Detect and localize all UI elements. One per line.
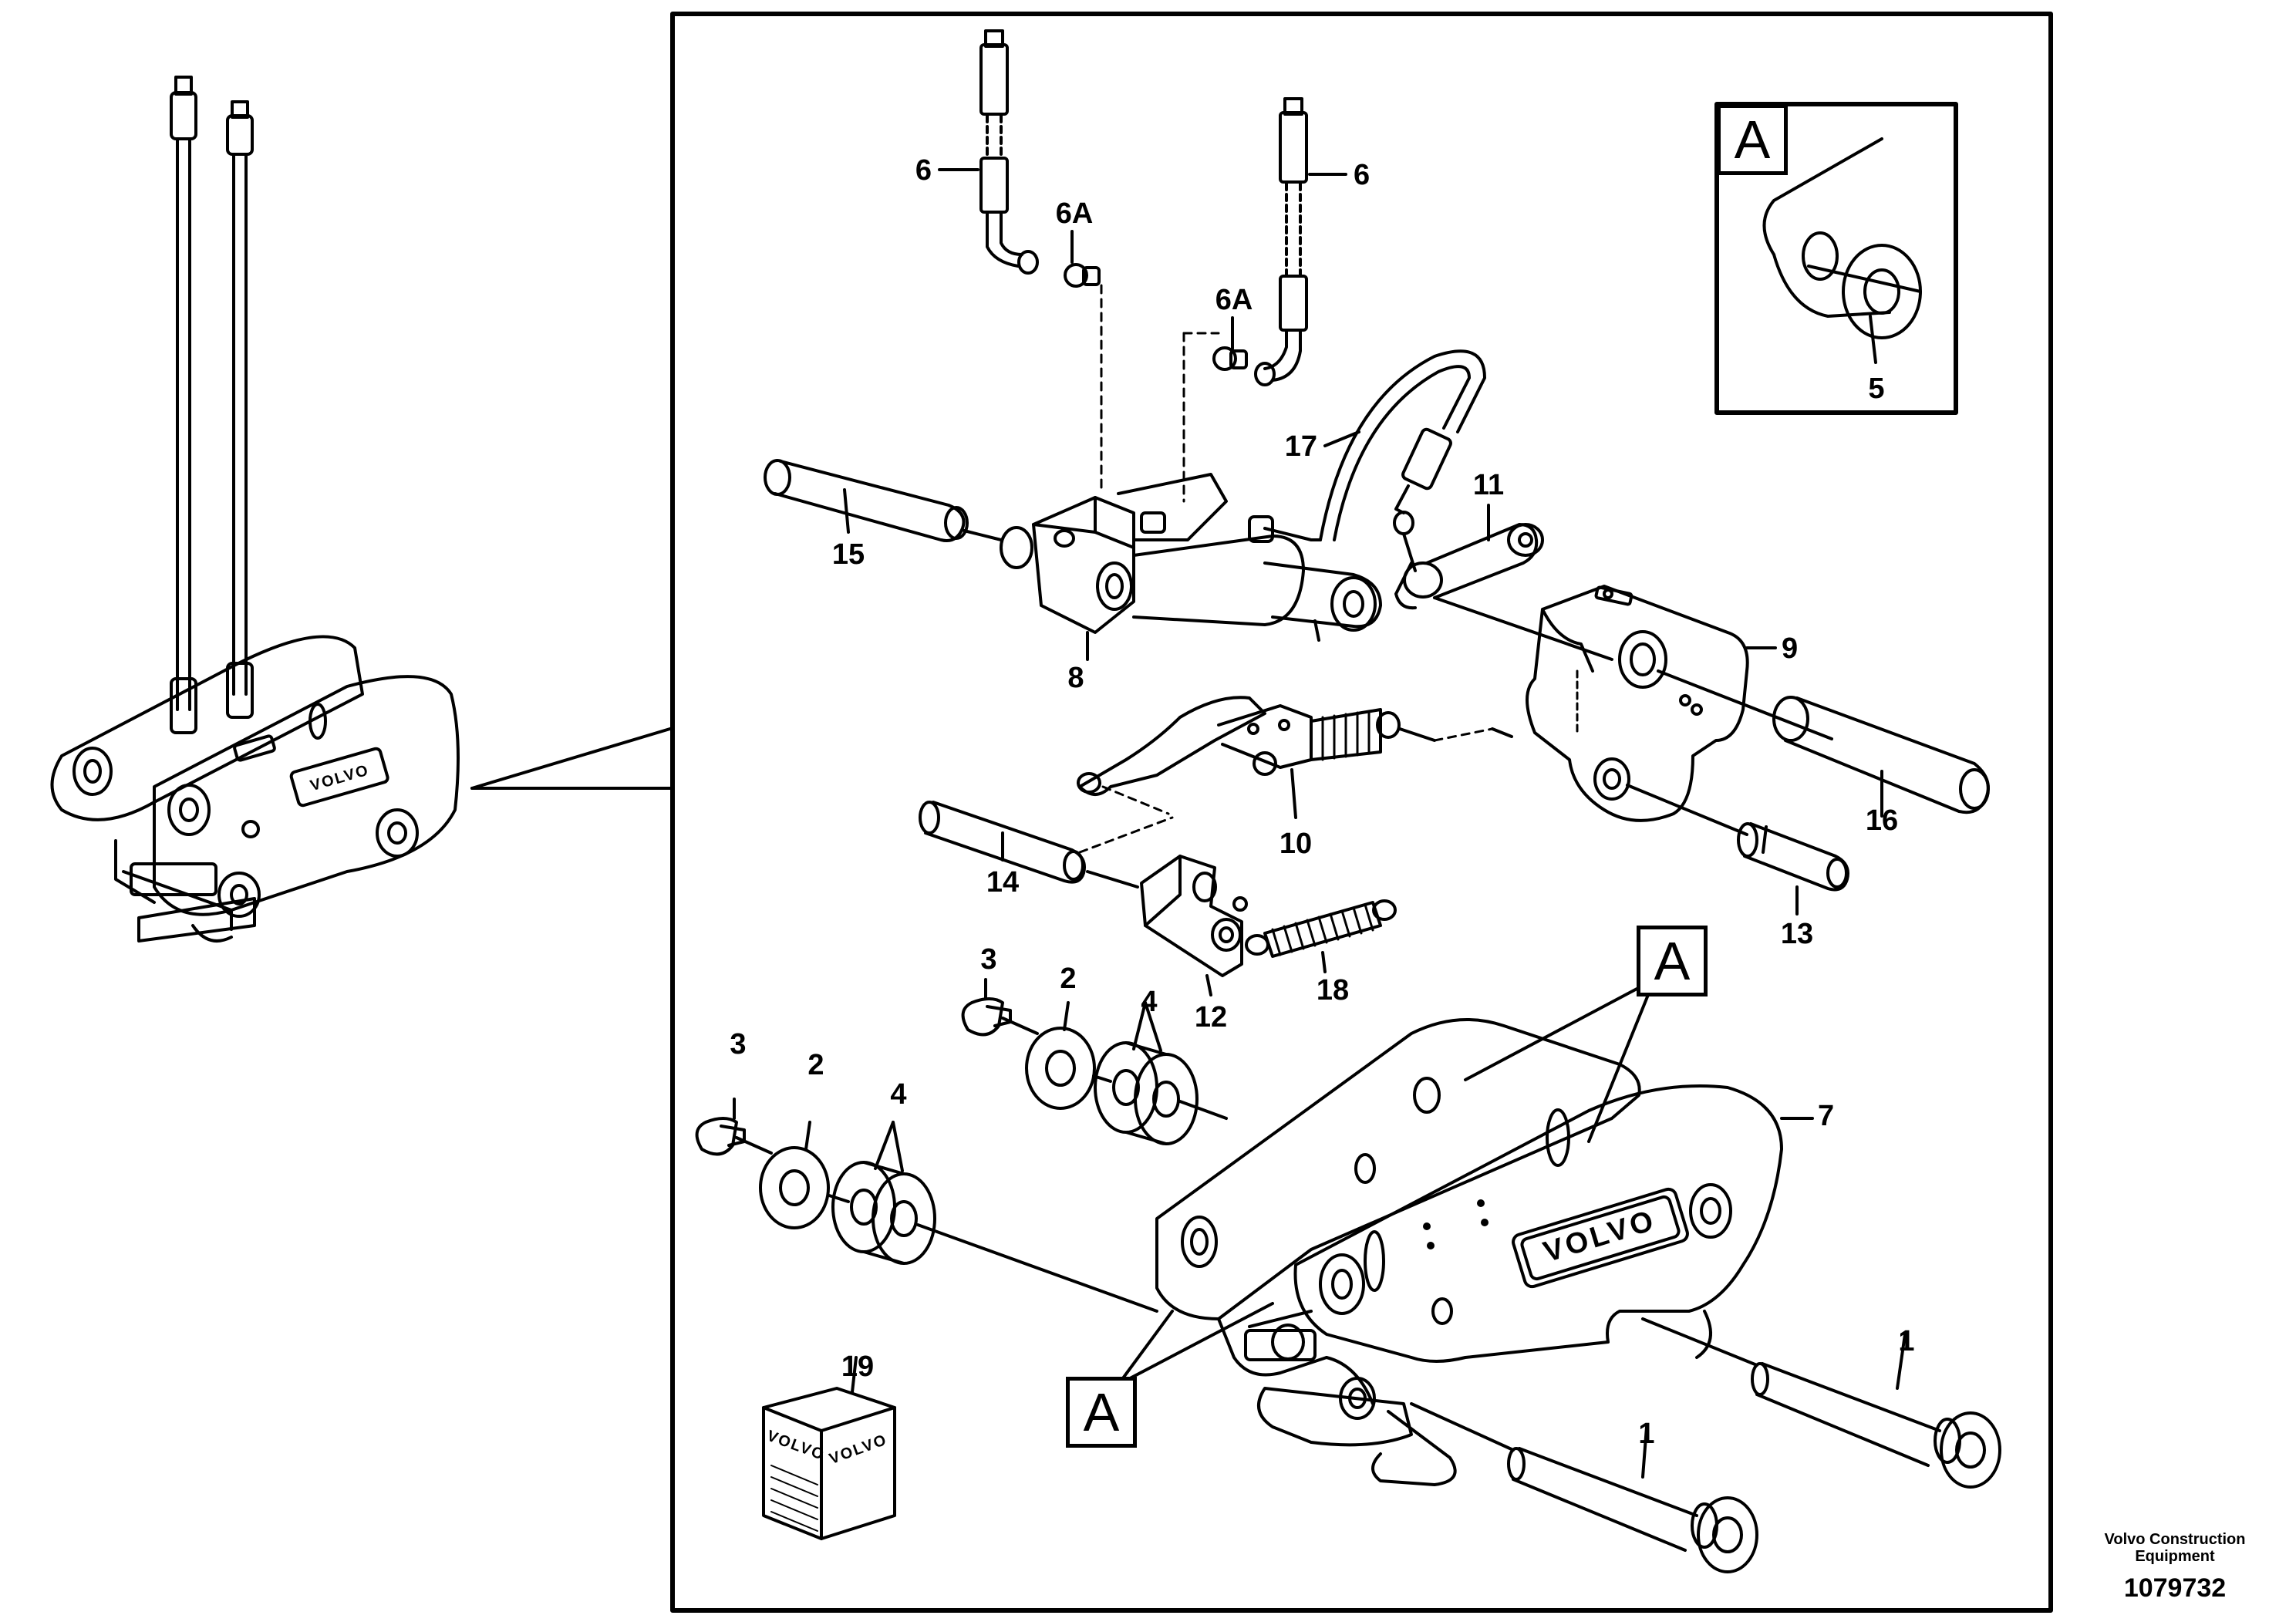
overview-quick-coupler bbox=[50, 76, 674, 943]
detail-a-leaders bbox=[1117, 978, 1656, 1386]
callout-10: 10 bbox=[1279, 828, 1313, 860]
part-9-lock-block bbox=[1526, 585, 1833, 836]
part-10-latch bbox=[1077, 696, 1513, 819]
callout-2-lower: 2 bbox=[807, 1049, 824, 1081]
part-13-pin bbox=[1737, 822, 1849, 916]
callout-3-lower: 3 bbox=[730, 1028, 747, 1061]
part-6-hose-left bbox=[938, 29, 1039, 275]
parts-3-2-4-lower bbox=[695, 1098, 1158, 1313]
callout-6a-left: 6A bbox=[1055, 197, 1094, 230]
callout-6-right: 6 bbox=[1354, 159, 1371, 191]
callout-11: 11 bbox=[1472, 469, 1505, 501]
callout-4-lower: 4 bbox=[890, 1078, 907, 1111]
callout-17: 17 bbox=[1284, 430, 1317, 463]
callout-letter-a-upper: A bbox=[1637, 926, 1708, 996]
part-18-spring bbox=[1245, 899, 1397, 973]
publisher-block: Volvo Construction Equipment 1079732 bbox=[2082, 1531, 2267, 1603]
callout-4-upper: 4 bbox=[1141, 986, 1158, 1018]
callout-13: 13 bbox=[1780, 918, 1814, 950]
part-11-cylinder-pin bbox=[1394, 504, 1613, 661]
callout-2-upper: 2 bbox=[1060, 963, 1077, 995]
part-7-coupler-frame bbox=[1155, 1018, 1814, 1486]
illustration-number: 1079732 bbox=[2123, 1573, 2227, 1603]
callout-7: 7 bbox=[1818, 1100, 1835, 1132]
part-6a-fitting-right bbox=[1182, 316, 1248, 503]
publisher-line-2: Equipment bbox=[2135, 1548, 2215, 1565]
callout-3-upper: 3 bbox=[980, 943, 997, 976]
part-12-lever bbox=[1140, 855, 1248, 996]
part-19-kit-box bbox=[762, 1356, 896, 1540]
detail-frame bbox=[670, 12, 2053, 1613]
callout-6-left: 6 bbox=[915, 154, 932, 187]
part-6a-fitting-left bbox=[1064, 230, 1103, 495]
callout-15: 15 bbox=[831, 538, 865, 571]
callout-8: 8 bbox=[1067, 662, 1084, 694]
callout-19: 19 bbox=[841, 1351, 875, 1383]
callout-9: 9 bbox=[1782, 632, 1799, 665]
publisher-line-1: Volvo Construction bbox=[2104, 1531, 2246, 1548]
callout-1-left: 1 bbox=[1638, 1418, 1655, 1450]
kit-volvo-logo-right: VOLVO bbox=[827, 1431, 889, 1469]
callout-14: 14 bbox=[986, 866, 1020, 899]
part-14-pin bbox=[919, 801, 1174, 889]
inset-letter-a: A bbox=[1717, 104, 1788, 175]
parts-3-2-4-upper bbox=[961, 978, 1228, 1145]
part-1-pins bbox=[1410, 1317, 2001, 1573]
callout-12: 12 bbox=[1194, 1001, 1228, 1034]
callout-1-right: 1 bbox=[1898, 1325, 1915, 1357]
callout-16: 16 bbox=[1865, 804, 1899, 837]
part-8-cylinder bbox=[1032, 473, 1382, 661]
kit-volvo-logo-left: VOLVO bbox=[764, 1428, 827, 1465]
callout-5: 5 bbox=[1868, 373, 1885, 405]
part-15-pin bbox=[764, 459, 1033, 569]
callout-6a-right: 6A bbox=[1215, 284, 1253, 316]
part-6-hose-right bbox=[1254, 97, 1347, 386]
inset-detail-a bbox=[1714, 102, 1958, 415]
callout-letter-a-lower: A bbox=[1066, 1377, 1137, 1448]
part-16-pin bbox=[1772, 696, 1990, 818]
callout-18: 18 bbox=[1316, 974, 1350, 1007]
